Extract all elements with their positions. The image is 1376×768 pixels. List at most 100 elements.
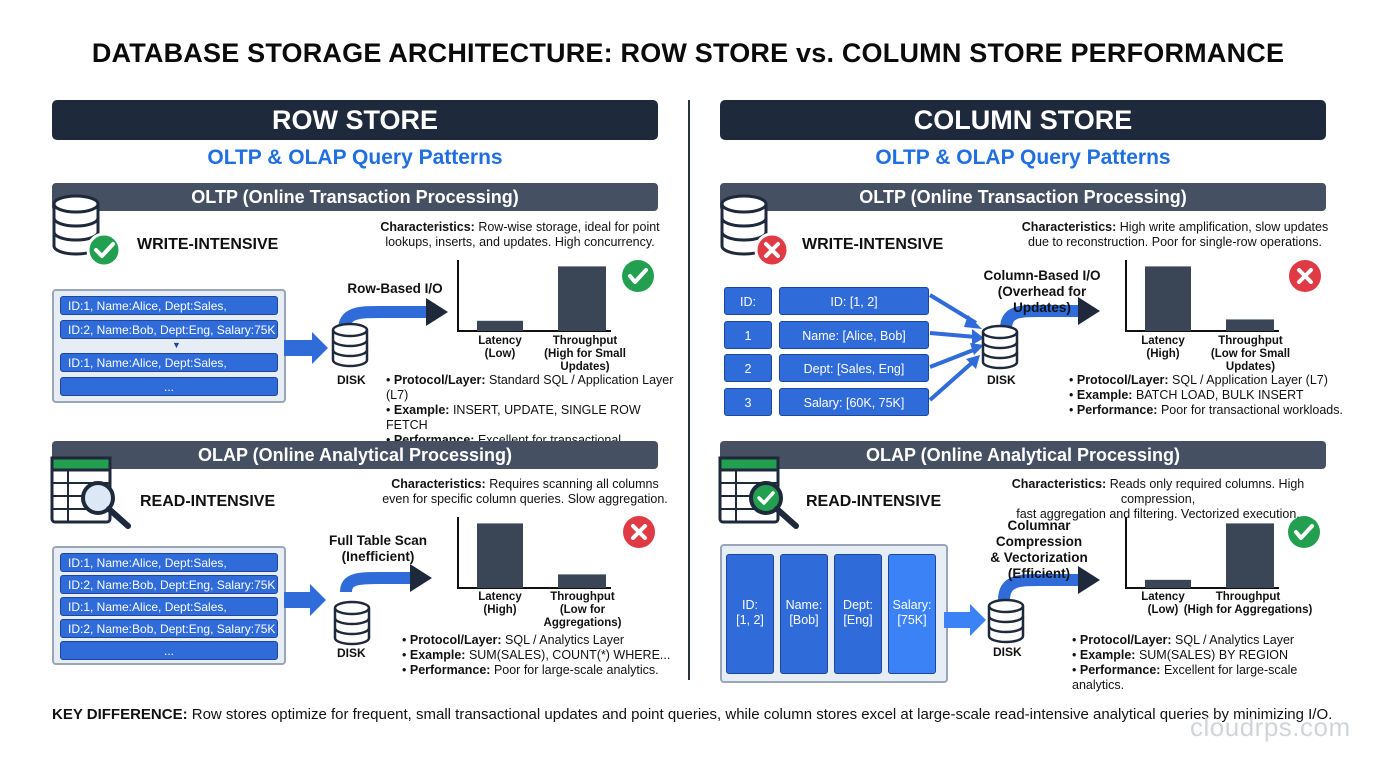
column-block: Dept:[Eng] bbox=[834, 554, 882, 674]
row-record: ID:1, Name:Alice, Dept:Sales, Salary:60K bbox=[60, 353, 278, 389]
column-block: Name:[Bob] bbox=[780, 554, 828, 674]
row-record: ID:1, Name:Alice, Dept:Sales, Salary:60K bbox=[60, 597, 278, 633]
key-difference: KEY DIFFERENCE: Row stores optimize for … bbox=[52, 706, 1352, 723]
row-record: ID:2, Name:Bob, Dept:Eng, Salary:75K bbox=[60, 619, 278, 638]
col-olap-io-label: Columnar Compression& Vectorization(Effi… bbox=[990, 518, 1088, 581]
col-olap-bar-chart bbox=[1125, 517, 1279, 589]
bullet-item: Protocol/Layer: SQL / Analytics Layer bbox=[1072, 633, 1352, 648]
row-olap-bullets: Protocol/Layer: SQL / Analytics Layer Ex… bbox=[402, 633, 682, 678]
row-olap-mode-label: READ-INTENSIVE bbox=[140, 493, 276, 510]
watermark: cloudrps.com bbox=[1190, 712, 1351, 742]
database-check-icon bbox=[52, 194, 122, 268]
bar-latency bbox=[1145, 579, 1191, 588]
row-record: ID:2, Name:Bob, Dept:Eng, Salary:75K bbox=[60, 320, 278, 339]
row-oltp-characteristics: Characteristics: Row-wise storage, ideal… bbox=[380, 220, 660, 249]
bullet-item: Performance: Poor for transactional work… bbox=[1069, 403, 1349, 418]
bar-throughput bbox=[558, 574, 606, 588]
column-block: ID:[1, 2] bbox=[726, 554, 774, 674]
col-olap-section-header: OLAP (Online Analytical Processing) bbox=[720, 441, 1326, 469]
row-record: ID:2, Name:Bob, Dept:Eng, Salary:75K bbox=[60, 575, 278, 594]
bar-throughput bbox=[1226, 523, 1274, 588]
col-oltp-section-header: OLTP (Online Transaction Processing) bbox=[720, 183, 1326, 211]
row-record: ID:1, Name:Alice, Dept:Sales, Salary:60K bbox=[60, 296, 278, 332]
bullet-item: Example: BATCH LOAD, BULK INSERT bbox=[1069, 388, 1349, 403]
col-cell: Name: [Alice, Bob] bbox=[779, 321, 929, 349]
row-olap-data-box: ID:1, Name:Alice, Dept:Sales, Salary:60K… bbox=[52, 546, 286, 665]
row-record-ellipsis: ... bbox=[60, 641, 278, 660]
col-olap-bullets: Protocol/Layer: SQL / Analytics Layer Ex… bbox=[1072, 633, 1352, 693]
row-oltp-data-box: ID:1, Name:Alice, Dept:Sales, Salary:60K… bbox=[52, 289, 286, 403]
cross-icon bbox=[623, 516, 655, 548]
column-store-header: COLUMN STORE bbox=[720, 100, 1326, 140]
column-store-subtitle: OLTP & OLAP Query Patterns bbox=[875, 146, 1171, 169]
col-cell: ID: bbox=[724, 287, 772, 315]
row-oltp-bar-chart bbox=[457, 260, 611, 332]
row-store-header: ROW STORE bbox=[52, 100, 658, 140]
col-oltp-category-throughput: Throughput(Low for Small Updates) bbox=[1210, 335, 1291, 373]
bullet-item: Performance: Poor for large-scale analyt… bbox=[402, 663, 682, 678]
database-cross-icon bbox=[720, 194, 790, 268]
disk-icon bbox=[987, 598, 1025, 644]
col-cell: Salary: [60K, 75K] bbox=[779, 388, 929, 416]
row-olap-category-throughput: Throughput(Low for Aggregations) bbox=[543, 591, 622, 629]
disk-icon bbox=[981, 324, 1019, 370]
bar-latency bbox=[477, 320, 523, 331]
bullet-item: Performance: Excellent for large-scale a… bbox=[1072, 663, 1352, 693]
col-oltp-bar-chart bbox=[1125, 260, 1279, 332]
col-olap-disk-label: DISK bbox=[993, 645, 1022, 659]
col-cell: Dept: [Sales, Eng] bbox=[779, 354, 929, 382]
disk-icon bbox=[331, 322, 369, 368]
bullet-item: Protocol/Layer: SQL / Application Layer … bbox=[1069, 373, 1349, 388]
col-olap-flow-arrows bbox=[944, 566, 1100, 636]
col-oltp-mode-label: WRITE-INTENSIVE bbox=[802, 236, 944, 253]
row-store-subtitle: OLTP & OLAP Query Patterns bbox=[207, 146, 503, 169]
key-difference-label: KEY DIFFERENCE: bbox=[52, 706, 188, 723]
col-cell: 3 bbox=[724, 388, 772, 416]
row-oltp-mode-label: WRITE-INTENSIVE bbox=[137, 236, 279, 253]
row-olap-bar-chart bbox=[457, 517, 611, 589]
row-olap-flow-arrows bbox=[284, 564, 432, 616]
key-difference-text: Row stores optimize for frequent, small … bbox=[191, 706, 1333, 723]
row-store-panel: ROW STORE OLTP & OLAP Query Patterns OLT… bbox=[0, 0, 688, 768]
bar-latency bbox=[477, 523, 523, 588]
row-oltp-io-label: Row-Based I/O bbox=[347, 281, 443, 296]
page-title: DATABASE STORAGE ARCHITECTURE: ROW STORE… bbox=[91, 38, 1285, 68]
spreadsheet-magnifier-check-icon bbox=[718, 456, 799, 529]
column-store-panel: COLUMN STORE OLTP & OLAP Query Patterns … bbox=[668, 0, 1356, 768]
col-cell: ID: [1, 2] bbox=[779, 287, 929, 315]
bar-latency bbox=[1145, 266, 1191, 331]
bullet-item: Example: SUM(SALES), COUNT(*) WHERE... bbox=[402, 648, 682, 663]
row-record-ellipsis: ... bbox=[60, 377, 278, 396]
row-arrow-down-icon: ▼ bbox=[172, 340, 181, 350]
col-olap-characteristics: Characteristics: Reads only required col… bbox=[1011, 477, 1305, 521]
col-oltp-category-latency: Latency(High) bbox=[1141, 335, 1185, 360]
col-oltp-characteristics: Characteristics: High write amplificatio… bbox=[1021, 220, 1329, 249]
col-olap-category-throughput: Throughput(High for Aggregations) bbox=[1183, 591, 1313, 616]
center-divider bbox=[688, 100, 690, 680]
cross-icon bbox=[1289, 260, 1321, 292]
col-oltp-flow-arrows bbox=[928, 293, 1100, 402]
row-oltp-category-throughput: Throughput(High for Small Updates) bbox=[544, 335, 626, 373]
col-cell: 1 bbox=[724, 321, 772, 349]
disk-icon bbox=[333, 600, 371, 646]
bullet-item: Protocol/Layer: Standard SQL / Applicati… bbox=[386, 373, 676, 403]
col-olap-mode-label: READ-INTENSIVE bbox=[806, 493, 942, 510]
row-olap-category-latency: Latency(High) bbox=[478, 591, 522, 616]
row-olap-io-label: Full Table Scan(Inefficient) bbox=[328, 533, 428, 564]
row-olap-section-header: OLAP (Online Analytical Processing) bbox=[52, 441, 658, 469]
row-oltp-section-header: OLTP (Online Transaction Processing) bbox=[52, 183, 658, 211]
col-olap-category-latency: Latency(Low) bbox=[1141, 591, 1185, 616]
row-olap-characteristics: Characteristics: Requires scanning all c… bbox=[382, 477, 668, 506]
bar-throughput bbox=[558, 266, 606, 331]
bullet-item: Example: SUM(SALES) BY REGION bbox=[1072, 648, 1352, 663]
column-block: Salary:[75K] bbox=[888, 554, 936, 674]
check-icon bbox=[1288, 516, 1320, 548]
bar-throughput bbox=[1226, 319, 1274, 331]
check-icon bbox=[622, 260, 654, 292]
col-cell: 2 bbox=[724, 354, 772, 382]
row-oltp-category-latency: Latency(Low) bbox=[478, 335, 522, 360]
col-oltp-bullets: Protocol/Layer: SQL / Application Layer … bbox=[1069, 373, 1349, 418]
col-oltp-io-label: Column-Based I/O(Overhead for Updates) bbox=[983, 268, 1101, 315]
bullet-item: Example: INSERT, UPDATE, SINGLE ROW FETC… bbox=[386, 403, 676, 433]
row-olap-disk-label: DISK bbox=[337, 646, 366, 660]
